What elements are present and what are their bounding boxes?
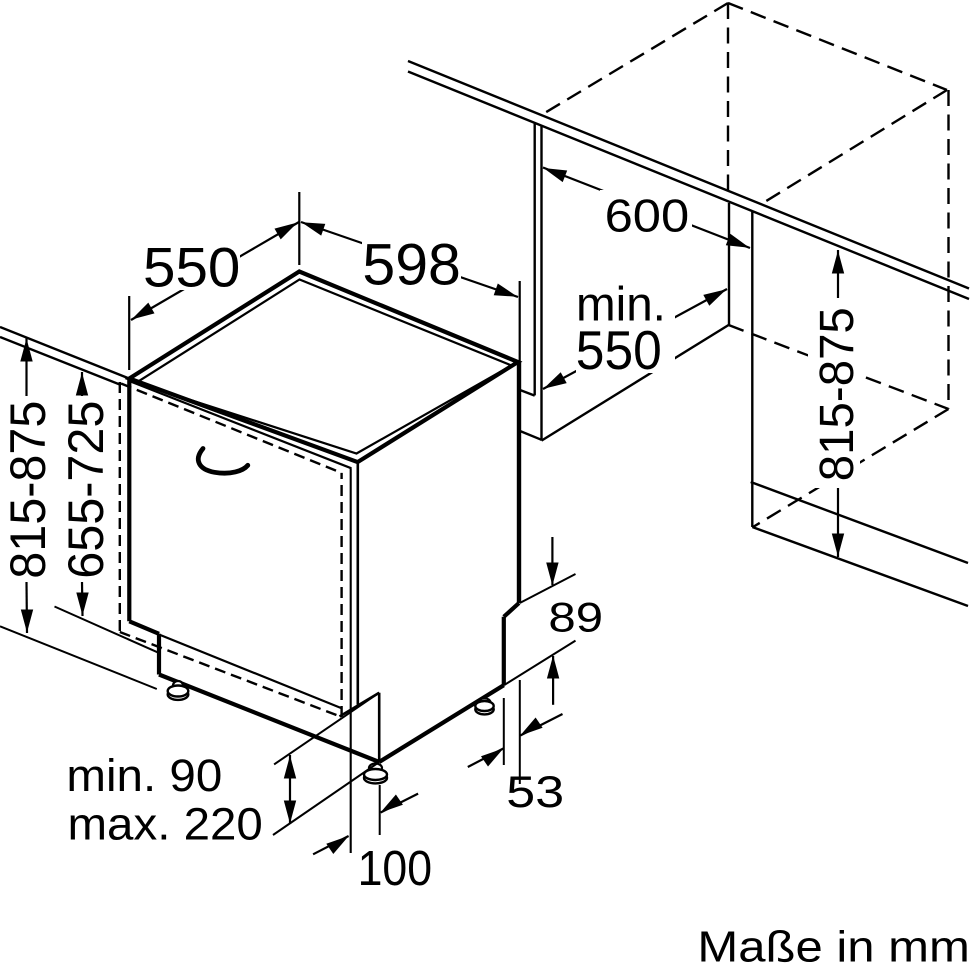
svg-text:815-875: 815-875 bbox=[0, 401, 56, 579]
svg-text:550: 550 bbox=[143, 237, 240, 299]
svg-text:53: 53 bbox=[506, 768, 564, 817]
svg-text:max. 220: max. 220 bbox=[68, 799, 263, 850]
svg-text:min. 90: min. 90 bbox=[66, 750, 222, 801]
svg-text:600: 600 bbox=[605, 189, 690, 241]
svg-text:598: 598 bbox=[362, 233, 461, 298]
svg-text:89: 89 bbox=[548, 593, 603, 640]
svg-text:655-725: 655-725 bbox=[58, 401, 114, 579]
svg-text:550: 550 bbox=[576, 319, 662, 381]
svg-text:Maße in mm: Maße in mm bbox=[697, 924, 970, 967]
svg-text:100: 100 bbox=[358, 842, 433, 896]
svg-text:min.: min. bbox=[576, 279, 666, 332]
svg-text:815-875: 815-875 bbox=[811, 307, 864, 481]
